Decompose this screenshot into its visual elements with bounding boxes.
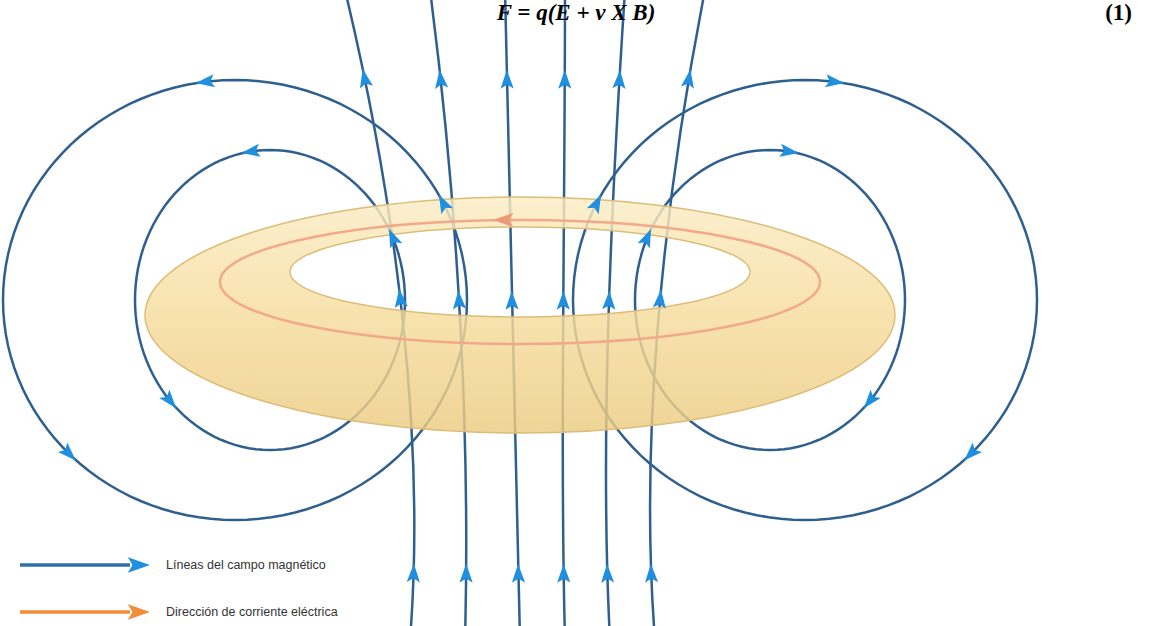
arrowhead — [452, 290, 466, 309]
arrowhead — [500, 70, 514, 89]
field-arrows — [58, 68, 982, 583]
legend-line — [20, 563, 130, 567]
field-line — [430, 0, 466, 626]
arrowhead — [393, 288, 408, 308]
arrowhead — [638, 226, 658, 248]
arrowhead — [128, 557, 150, 573]
arrowhead — [859, 390, 881, 413]
legend-label: Líneas del campo magnético — [166, 558, 326, 572]
arrowhead — [557, 564, 570, 583]
arrowhead — [493, 213, 513, 227]
arrowhead — [383, 226, 403, 248]
arrowhead — [240, 144, 260, 160]
arrowhead — [433, 191, 453, 214]
arrowhead — [587, 191, 607, 214]
arrowhead — [779, 144, 799, 160]
arrowhead — [557, 291, 570, 310]
arrowhead — [433, 69, 448, 89]
arrowhead — [128, 604, 150, 620]
field-lines — [3, 0, 1037, 626]
arrowhead — [511, 564, 525, 583]
arrowhead — [960, 443, 983, 466]
legend-row: Dirección de corriente eléctrica — [20, 602, 338, 622]
current-loop — [145, 197, 895, 433]
arrowhead — [653, 289, 668, 309]
arrowhead — [825, 74, 845, 89]
arrowhead — [58, 443, 81, 466]
arrowhead — [407, 563, 421, 582]
arrowhead — [159, 390, 181, 413]
arrowhead — [644, 563, 658, 582]
arrowhead — [681, 68, 697, 89]
equation-number: (1) — [1105, 0, 1132, 26]
arrowhead — [602, 291, 616, 310]
current-path — [220, 220, 820, 344]
arrowhead — [558, 70, 571, 89]
arrowhead — [195, 74, 215, 89]
arrowhead — [600, 564, 614, 583]
arrowhead — [612, 70, 626, 89]
torus-body — [145, 197, 895, 433]
legend-label: Dirección de corriente eléctrica — [166, 605, 338, 619]
field-line — [505, 0, 520, 626]
arrowhead — [459, 564, 472, 583]
legend-sample — [20, 602, 150, 622]
legend-sample — [20, 555, 150, 575]
equation: F = q(E + v X B) — [497, 0, 656, 26]
arrowhead — [356, 68, 373, 89]
field-line — [563, 0, 565, 626]
arrowhead — [505, 291, 519, 310]
legend-row: Líneas del campo magnético — [20, 555, 326, 575]
legend-line — [20, 610, 130, 614]
